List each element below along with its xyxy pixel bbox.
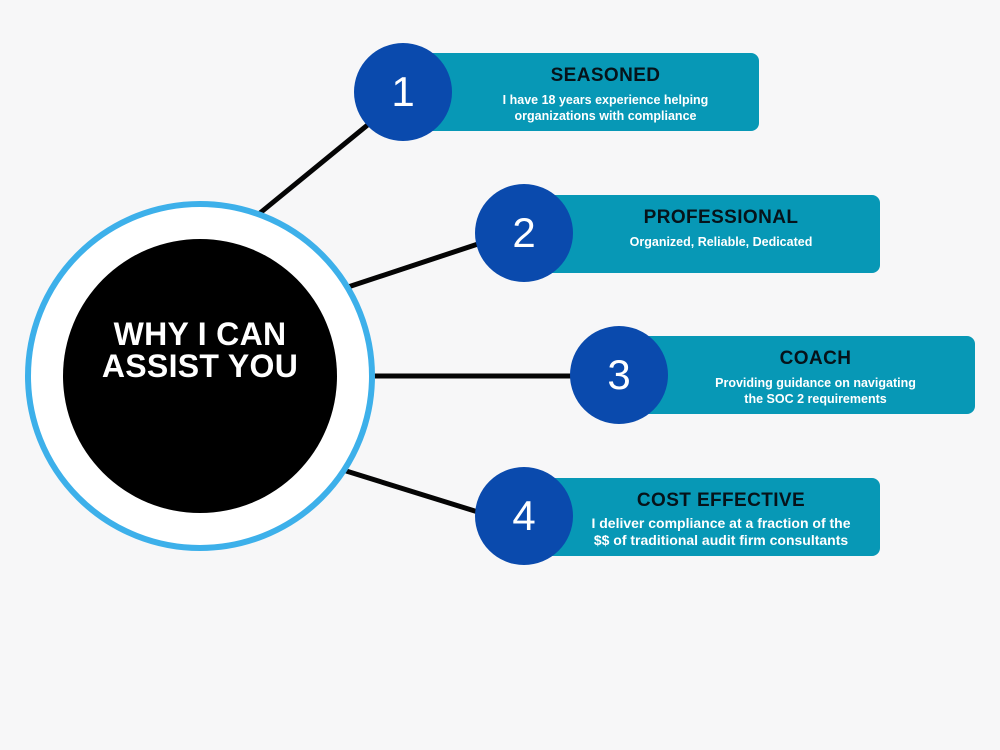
connector-line-4 bbox=[342, 467, 479, 515]
item-description: I deliver compliance at a fraction of th… bbox=[512, 515, 880, 549]
hub-title-line-2: ASSIST YOU bbox=[101, 348, 299, 384]
hub-title: WHY I CAN ASSIST YOU bbox=[63, 318, 337, 382]
item-description-line: the SOC 2 requirements bbox=[744, 391, 887, 406]
item-description-line: Providing guidance on navigating bbox=[715, 376, 916, 390]
item-description-line: Organized, Reliable, Dedicated bbox=[629, 235, 813, 249]
item-title: PROFESSIONAL bbox=[643, 207, 799, 228]
item-description: Organized, Reliable, Dedicated bbox=[512, 235, 880, 251]
number-badge-4: 4 bbox=[475, 467, 573, 565]
item-title: COST EFFECTIVE bbox=[636, 490, 806, 511]
item-card-cost-effective: COST EFFECTIVE I deliver compliance at a… bbox=[512, 478, 880, 556]
number-badge-2: 2 bbox=[475, 184, 573, 282]
item-description: I have 18 years experience helping organ… bbox=[392, 93, 759, 124]
item-description-line: I have 18 years experience helping bbox=[502, 93, 709, 107]
item-description-line: I deliver compliance at a fraction of th… bbox=[591, 515, 851, 531]
connector-line-1 bbox=[258, 121, 372, 215]
item-description-line: organizations with compliance bbox=[514, 108, 697, 123]
item-card-professional: PROFESSIONAL Organized, Reliable, Dedica… bbox=[512, 195, 880, 273]
hub-core-circle bbox=[63, 239, 337, 513]
item-description: Providing guidance on navigating the SOC… bbox=[606, 376, 975, 407]
hub-title-line-1: WHY I CAN bbox=[113, 316, 287, 352]
item-card-seasoned: SEASONED I have 18 years experience help… bbox=[392, 53, 759, 131]
item-title: SEASONED bbox=[550, 65, 661, 86]
item-title: COACH bbox=[779, 348, 852, 369]
connector-line-2 bbox=[347, 241, 479, 290]
number-badge-1: 1 bbox=[354, 43, 452, 141]
item-description-line: $$ of traditional audit firm consultants bbox=[593, 532, 849, 548]
number-badge-3: 3 bbox=[570, 326, 668, 424]
